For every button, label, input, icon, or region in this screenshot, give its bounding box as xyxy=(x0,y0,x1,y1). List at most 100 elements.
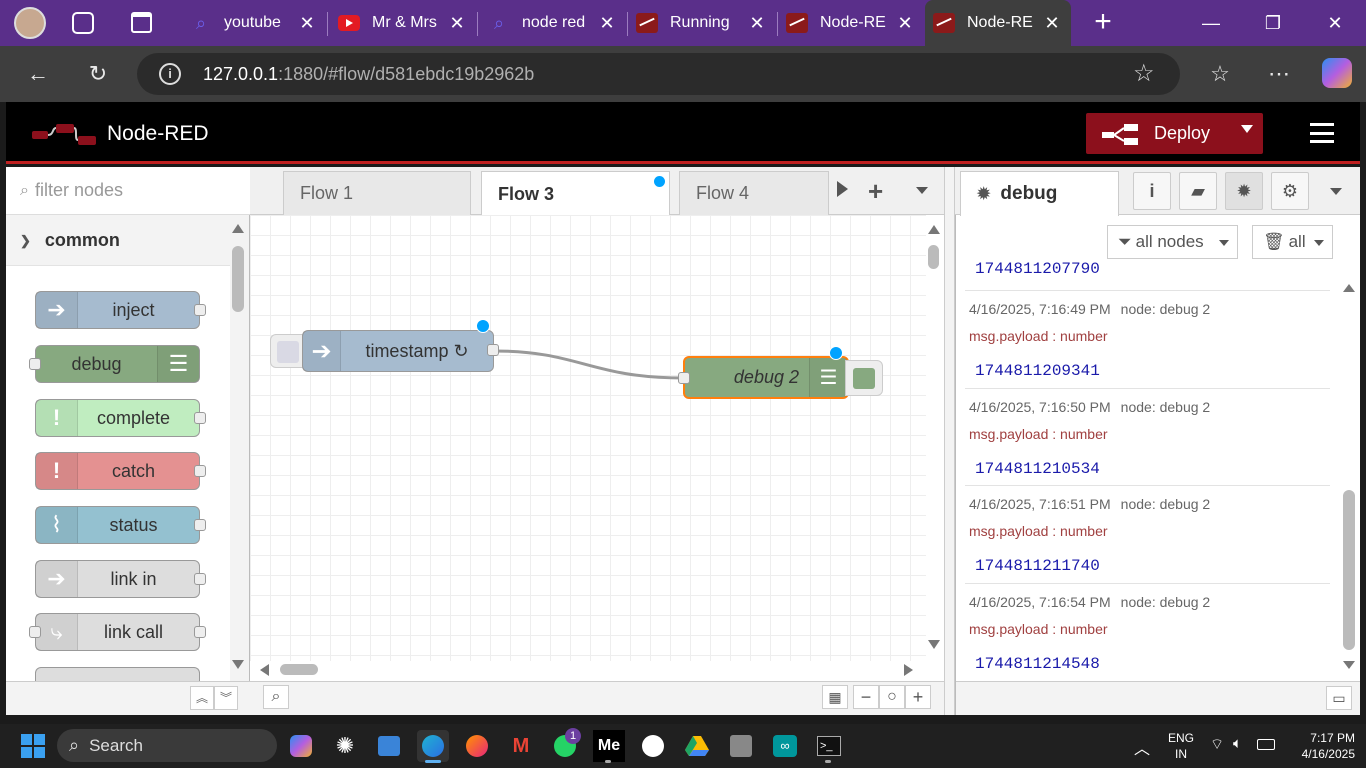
chatgpt-icon[interactable]: ✺ xyxy=(335,733,355,758)
store-icon[interactable] xyxy=(373,730,405,762)
debug-filter-nodes-button[interactable]: ⏷ all nodes xyxy=(1107,225,1238,259)
browser-tab-youtube[interactable]: ⌕ youtube ✕ xyxy=(178,0,326,46)
canvas-vertical-scrollbar[interactable] xyxy=(928,245,939,269)
favorite-star-icon[interactable]: ☆ xyxy=(1133,60,1155,87)
firefox-icon[interactable] xyxy=(461,730,493,762)
book-icon[interactable]: ▰ xyxy=(1179,172,1217,210)
clock[interactable]: 7:17 PM 4/16/2025 xyxy=(1301,731,1355,761)
arduino-icon[interactable]: ∞ xyxy=(769,730,801,762)
address-bar[interactable]: i 127.0.0.1:1880/#flow/d581ebdc19b2962b … xyxy=(137,53,1180,95)
maximize-button[interactable]: ❐ xyxy=(1264,12,1282,33)
flow-list-dropdown-icon[interactable] xyxy=(916,187,928,194)
palette-node-status[interactable]: ⌇status xyxy=(35,506,200,544)
canvas-scroll-up-arrow[interactable] xyxy=(928,225,940,234)
navigator-map-icon[interactable]: ▦ xyxy=(822,685,848,709)
gear-icon[interactable]: ⚙ xyxy=(1271,172,1309,210)
favorites-icon[interactable]: ☆ xyxy=(1210,61,1230,86)
palette-node-catch[interactable]: !catch xyxy=(35,452,200,490)
scroll-down-arrow[interactable] xyxy=(232,660,244,669)
canvas-scroll-left-arrow[interactable] xyxy=(260,664,269,676)
zoom-out-button[interactable]: − xyxy=(853,685,879,709)
bug-icon[interactable]: ✹ xyxy=(1225,172,1263,210)
sidebar-separator[interactable] xyxy=(944,167,955,715)
wifi-icon[interactable]: ⌔ xyxy=(1210,736,1225,753)
browser-tab-node-red-search[interactable]: ⌕ node red ✕ xyxy=(478,0,626,46)
zoom-in-button[interactable]: + xyxy=(905,685,931,709)
window-close-button[interactable]: ✕ xyxy=(1327,12,1343,33)
scroll-tabs-right-icon[interactable] xyxy=(837,181,848,197)
profile-avatar[interactable] xyxy=(14,7,46,39)
new-tab-button[interactable]: + xyxy=(1094,5,1112,38)
add-flow-button[interactable]: + xyxy=(868,176,884,206)
close-icon[interactable]: ✕ xyxy=(897,13,913,33)
debug-scrollbar[interactable] xyxy=(1343,490,1355,650)
canvas-horizontal-scrollbar[interactable] xyxy=(280,664,318,675)
battery-icon[interactable] xyxy=(1257,739,1275,750)
debug-scroll-up-arrow[interactable] xyxy=(1343,284,1355,292)
palette-category-header[interactable]: ❯ common xyxy=(6,216,230,266)
expand-all-button[interactable]: ︾ xyxy=(214,686,238,710)
flow-wire[interactable] xyxy=(250,215,926,661)
palette-node-link-call[interactable]: ⤷link call xyxy=(35,613,200,651)
github-icon[interactable] xyxy=(637,730,669,762)
deploy-button[interactable]: Deploy xyxy=(1086,113,1263,154)
browser-tab-running[interactable]: Running ✕ xyxy=(628,0,776,46)
sidebar-menu-dropdown-icon[interactable] xyxy=(1330,188,1342,195)
palette-node-link-in[interactable]: ➔link in xyxy=(35,560,200,598)
search-flows-button[interactable]: ⌕ xyxy=(263,685,289,709)
windows-start-icon[interactable] xyxy=(21,734,45,758)
copilot-app-icon[interactable] xyxy=(285,730,317,762)
flow-node-inject-timestamp[interactable]: ➔ timestamp ↻ xyxy=(302,330,494,372)
edge-browser-icon[interactable] xyxy=(417,730,449,762)
tab-actions-icon[interactable] xyxy=(131,12,152,33)
open-debug-window-button[interactable]: ▭ xyxy=(1326,686,1352,710)
flow-node-debug-2[interactable]: debug 2 ☰ xyxy=(683,356,849,399)
browser-tab-mr-mrs[interactable]: Mr & Mrs ✕ xyxy=(328,0,476,46)
close-icon[interactable]: ✕ xyxy=(749,13,765,33)
copilot-icon[interactable] xyxy=(1322,58,1352,88)
filter-nodes-input[interactable]: ⌕ filter nodes xyxy=(6,167,250,215)
terminal-icon[interactable]: >_ xyxy=(813,730,845,762)
medium-icon[interactable]: Me xyxy=(593,730,625,762)
sidebar-tab-debug[interactable]: ✹ debug xyxy=(960,171,1119,216)
debug-toggle-button[interactable] xyxy=(845,360,883,396)
google-drive-icon[interactable] xyxy=(681,730,713,762)
hamburger-menu-icon[interactable] xyxy=(1310,123,1334,143)
browser-tab-node-red-1[interactable]: Node-RE ✕ xyxy=(778,0,924,46)
debug-clear-button[interactable]: 🗑 all xyxy=(1252,225,1333,259)
tab-flow-3[interactable]: Flow 3 xyxy=(481,171,670,216)
back-icon[interactable]: ← xyxy=(27,61,49,86)
browser-tab-node-red-active[interactable]: Node-RE ✕ xyxy=(925,0,1071,46)
palette-node-debug[interactable]: debug☰ xyxy=(35,345,200,383)
close-icon[interactable]: ✕ xyxy=(1044,13,1060,33)
workspaces-icon[interactable] xyxy=(72,12,94,34)
debug-scroll-down-arrow[interactable] xyxy=(1343,661,1355,669)
zoom-reset-button[interactable]: ○ xyxy=(879,685,905,709)
palette-node-complete[interactable]: !complete xyxy=(35,399,200,437)
palette-scrollbar[interactable] xyxy=(232,246,244,312)
scroll-up-arrow[interactable] xyxy=(232,224,244,233)
language-indicator[interactable]: ENG IN xyxy=(1167,731,1194,761)
more-options-icon[interactable]: ⋯ xyxy=(1268,61,1290,86)
show-hidden-icons-chevron[interactable]: ︿ xyxy=(1134,741,1151,758)
close-icon[interactable]: ✕ xyxy=(299,13,315,33)
tab-flow-1[interactable]: Flow 1 xyxy=(283,171,471,215)
flow-canvas[interactable] xyxy=(250,215,926,661)
collapse-all-button[interactable]: ︽ xyxy=(190,686,214,710)
site-info-icon[interactable]: i xyxy=(159,63,181,85)
tab-flow-4[interactable]: Flow 4 xyxy=(679,171,829,215)
canvas-scroll-right-arrow[interactable] xyxy=(904,664,913,676)
info-icon[interactable]: i xyxy=(1133,172,1171,210)
refresh-icon[interactable]: ↻ xyxy=(88,61,108,86)
taskbar-search-box[interactable]: ⌕ Search xyxy=(57,729,277,762)
deploy-dropdown-caret[interactable] xyxy=(1241,125,1253,133)
palette-node-inject[interactable]: ➔inject xyxy=(35,291,200,329)
canvas-scroll-down-arrow[interactable] xyxy=(928,640,940,649)
minimize-button[interactable]: ― xyxy=(1202,12,1220,33)
volume-icon[interactable]: 🔈︎ xyxy=(1233,735,1243,752)
close-icon[interactable]: ✕ xyxy=(449,13,465,33)
